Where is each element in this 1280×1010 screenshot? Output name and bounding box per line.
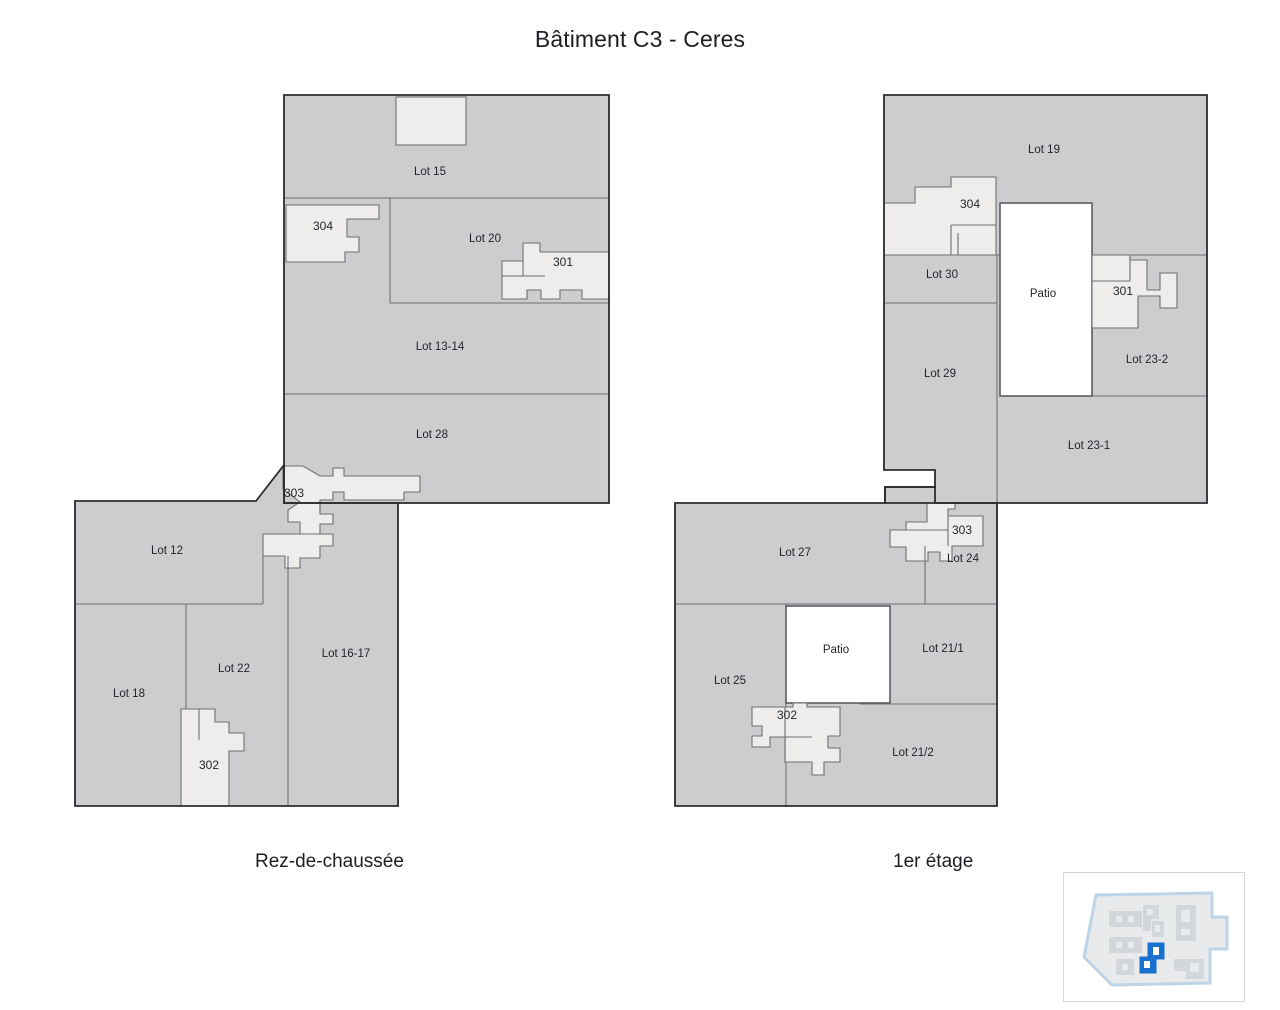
caption-first-floor: 1er étage (893, 851, 974, 872)
lot-label: Lot 28 (416, 429, 448, 441)
unit-label: 304 (313, 219, 333, 233)
patio-label: Patio (1030, 288, 1056, 300)
page-title: Bâtiment C3 - Ceres (534, 26, 746, 52)
lot-label: Lot 13-14 (416, 341, 465, 353)
lot-label: Lot 29 (924, 368, 956, 380)
lot-label: Lot 21/2 (892, 747, 934, 759)
lot-label: Lot 27 (779, 547, 811, 559)
patio-void-upper[interactable] (999, 202, 1093, 397)
unit-304[interactable] (285, 204, 380, 263)
unit-301[interactable] (501, 242, 610, 300)
unit-label: 304 (960, 197, 980, 211)
unit-label: 303 (952, 523, 972, 537)
first-floor-shapes (674, 94, 1208, 807)
ground-floor-shapes (74, 94, 610, 807)
ground-floor-labels: Lot 15 Lot 20 Lot 13-14 Lot 28 Lot 12 Lo… (113, 166, 573, 772)
patio-label: Patio (823, 644, 849, 656)
lot-label: Lot 20 (469, 233, 501, 245)
patio-void-lower[interactable] (785, 605, 891, 704)
unit-label: 302 (199, 758, 219, 772)
unit-303-1f[interactable] (889, 502, 984, 562)
outline-lower-block-1f (674, 486, 998, 807)
site-locator-minimap[interactable] (1063, 872, 1245, 1002)
lot-label: Lot 21/1 (922, 643, 964, 655)
outline-upper-block (283, 94, 610, 504)
lot-label: Lot 24 (947, 553, 980, 565)
minimap-svg[interactable] (1064, 873, 1244, 1001)
unit-302-1f[interactable] (751, 702, 841, 776)
unit-303[interactable] (262, 465, 421, 569)
outline-lower-block (74, 462, 399, 807)
lot-label: Lot 23-1 (1068, 440, 1110, 452)
unit-label: 303 (284, 486, 304, 500)
unit-label: 302 (777, 708, 797, 722)
lot-label: Lot 25 (714, 675, 746, 687)
lot-label: Lot 19 (1028, 144, 1060, 156)
lot-label: Lot 16-17 (322, 648, 371, 660)
unit-label: 301 (553, 255, 573, 269)
caption-ground-floor: Rez-de-chaussée (255, 851, 404, 872)
lot-label: Lot 15 (414, 166, 446, 178)
unit-label: 301 (1113, 284, 1133, 298)
lot-label: Lot 23-2 (1126, 354, 1168, 366)
first-floor-labels: Lot 19 Lot 30 Lot 29 Lot 23-2 Lot 23-1 L… (714, 144, 1168, 759)
lot-label: Lot 18 (113, 688, 145, 700)
minimap-highlight-building[interactable] (1139, 942, 1165, 974)
lot-label: Lot 22 (218, 663, 250, 675)
minimap-other-buildings (1109, 905, 1204, 979)
lot-label: Lot 12 (151, 545, 183, 557)
lot-label: Lot 30 (926, 269, 958, 281)
unit-301-1f[interactable] (1091, 254, 1178, 329)
lot15-void[interactable] (395, 96, 467, 146)
